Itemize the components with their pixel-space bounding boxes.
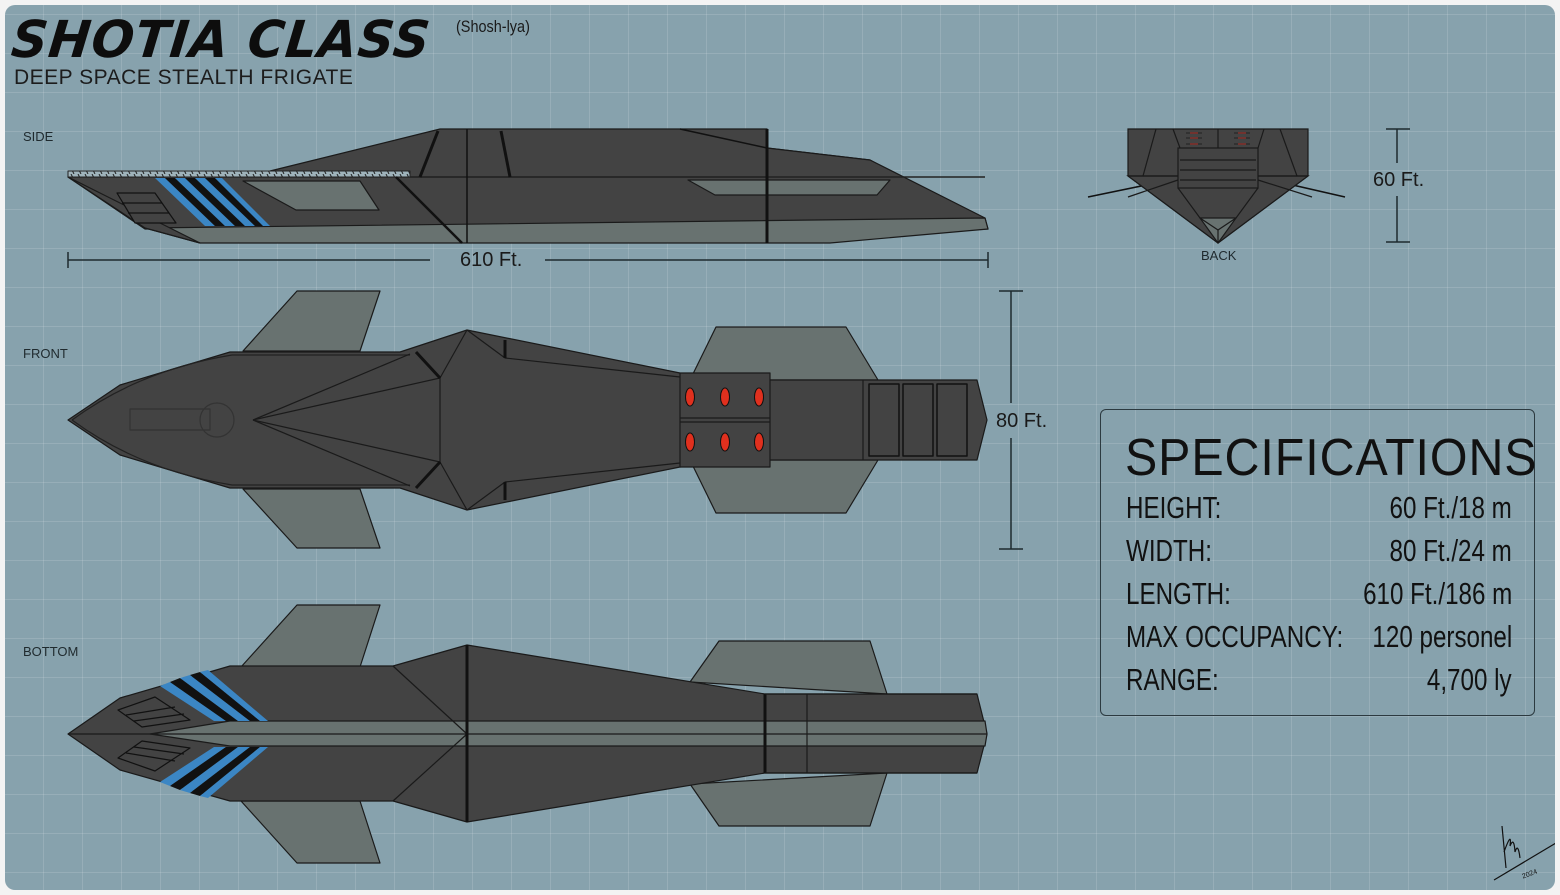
side-window-panel-rear bbox=[687, 179, 891, 196]
spec-label: MAX OCCUPANCY: bbox=[1126, 619, 1344, 654]
engine-lights bbox=[685, 387, 764, 452]
bottom-blue-stripes-lower bbox=[160, 747, 268, 798]
spec-row-width: WIDTH: 80 Ft./24 m bbox=[1126, 533, 1512, 573]
spec-row-height: HEIGHT: 60 Ft./18 m bbox=[1126, 490, 1512, 530]
side-view-label: SIDE bbox=[23, 129, 54, 144]
spec-value: 120 personel bbox=[1372, 619, 1512, 654]
front-wing-bottom bbox=[242, 488, 381, 549]
specifications-title: SPECIFICATIONS bbox=[1125, 429, 1538, 487]
front-keyhole-icon bbox=[129, 402, 235, 438]
back-hangar bbox=[1177, 147, 1259, 189]
side-view bbox=[67, 128, 989, 244]
bottom-rear-fin-bottom bbox=[689, 772, 888, 827]
side-vent-icon bbox=[116, 192, 177, 224]
front-wing-top bbox=[242, 290, 381, 352]
bottom-wing-top bbox=[240, 604, 381, 668]
spec-row-range: RANGE: 4,700 ly bbox=[1126, 662, 1512, 702]
width-dimension bbox=[999, 290, 1023, 550]
height-dimension-label: 60 Ft. bbox=[1373, 169, 1425, 191]
spec-row-max-occupancy: MAX OCCUPANCY: 120 personel bbox=[1126, 619, 1512, 659]
specifications-panel: SPECIFICATIONS HEIGHT: 60 Ft./18 m WIDTH… bbox=[1100, 409, 1538, 716]
spec-value: 4,700 ly bbox=[1427, 662, 1512, 697]
spec-row-length: LENGTH: 610 Ft./186 m bbox=[1126, 576, 1512, 616]
length-dimension-label: 610 Ft. bbox=[460, 249, 523, 271]
ship-subtitle: DEEP SPACE STEALTH FRIGATE bbox=[14, 66, 354, 89]
side-blue-stripes bbox=[155, 178, 270, 226]
spec-label: LENGTH: bbox=[1126, 576, 1231, 611]
ship-drawings bbox=[67, 128, 1555, 881]
width-dimension-label: 80 Ft. bbox=[996, 410, 1048, 432]
spec-label: RANGE: bbox=[1126, 662, 1219, 697]
front-view bbox=[67, 290, 988, 549]
artist-signature bbox=[1493, 825, 1555, 881]
bottom-blue-stripes-upper bbox=[160, 670, 268, 721]
height-dimension bbox=[1386, 128, 1410, 243]
spec-label: WIDTH: bbox=[1126, 533, 1212, 568]
front-engine-block bbox=[679, 372, 771, 468]
bottom-wing-bottom bbox=[240, 800, 381, 864]
side-rail bbox=[67, 170, 411, 178]
blueprint-sheet: SHOTIA CLASS (Shosh-lya) DEEP SPACE STEA… bbox=[5, 5, 1555, 890]
spec-value: 80 Ft./24 m bbox=[1389, 533, 1512, 568]
front-rear-fin-top bbox=[689, 326, 879, 381]
back-view bbox=[1087, 128, 1346, 245]
front-rear-fin-bottom bbox=[689, 459, 879, 514]
front-view-label: FRONT bbox=[23, 346, 68, 361]
spec-value: 60 Ft./18 m bbox=[1389, 490, 1512, 525]
spec-label: HEIGHT: bbox=[1126, 490, 1222, 525]
bottom-view-label: BOTTOM bbox=[23, 644, 79, 659]
front-hull bbox=[67, 329, 988, 511]
bottom-rear-fin-top bbox=[689, 640, 888, 695]
spec-value: 610 Ft./186 m bbox=[1362, 576, 1512, 611]
length-dimension bbox=[67, 252, 989, 268]
bottom-vents-icon bbox=[117, 696, 191, 772]
pronunciation: (Shosh-lya) bbox=[456, 17, 530, 36]
front-hangar-bays bbox=[868, 383, 968, 457]
side-window-panel bbox=[242, 180, 380, 211]
back-engine-lights bbox=[1186, 132, 1250, 145]
bottom-view bbox=[67, 604, 988, 864]
back-view-label: BACK bbox=[1201, 248, 1237, 263]
